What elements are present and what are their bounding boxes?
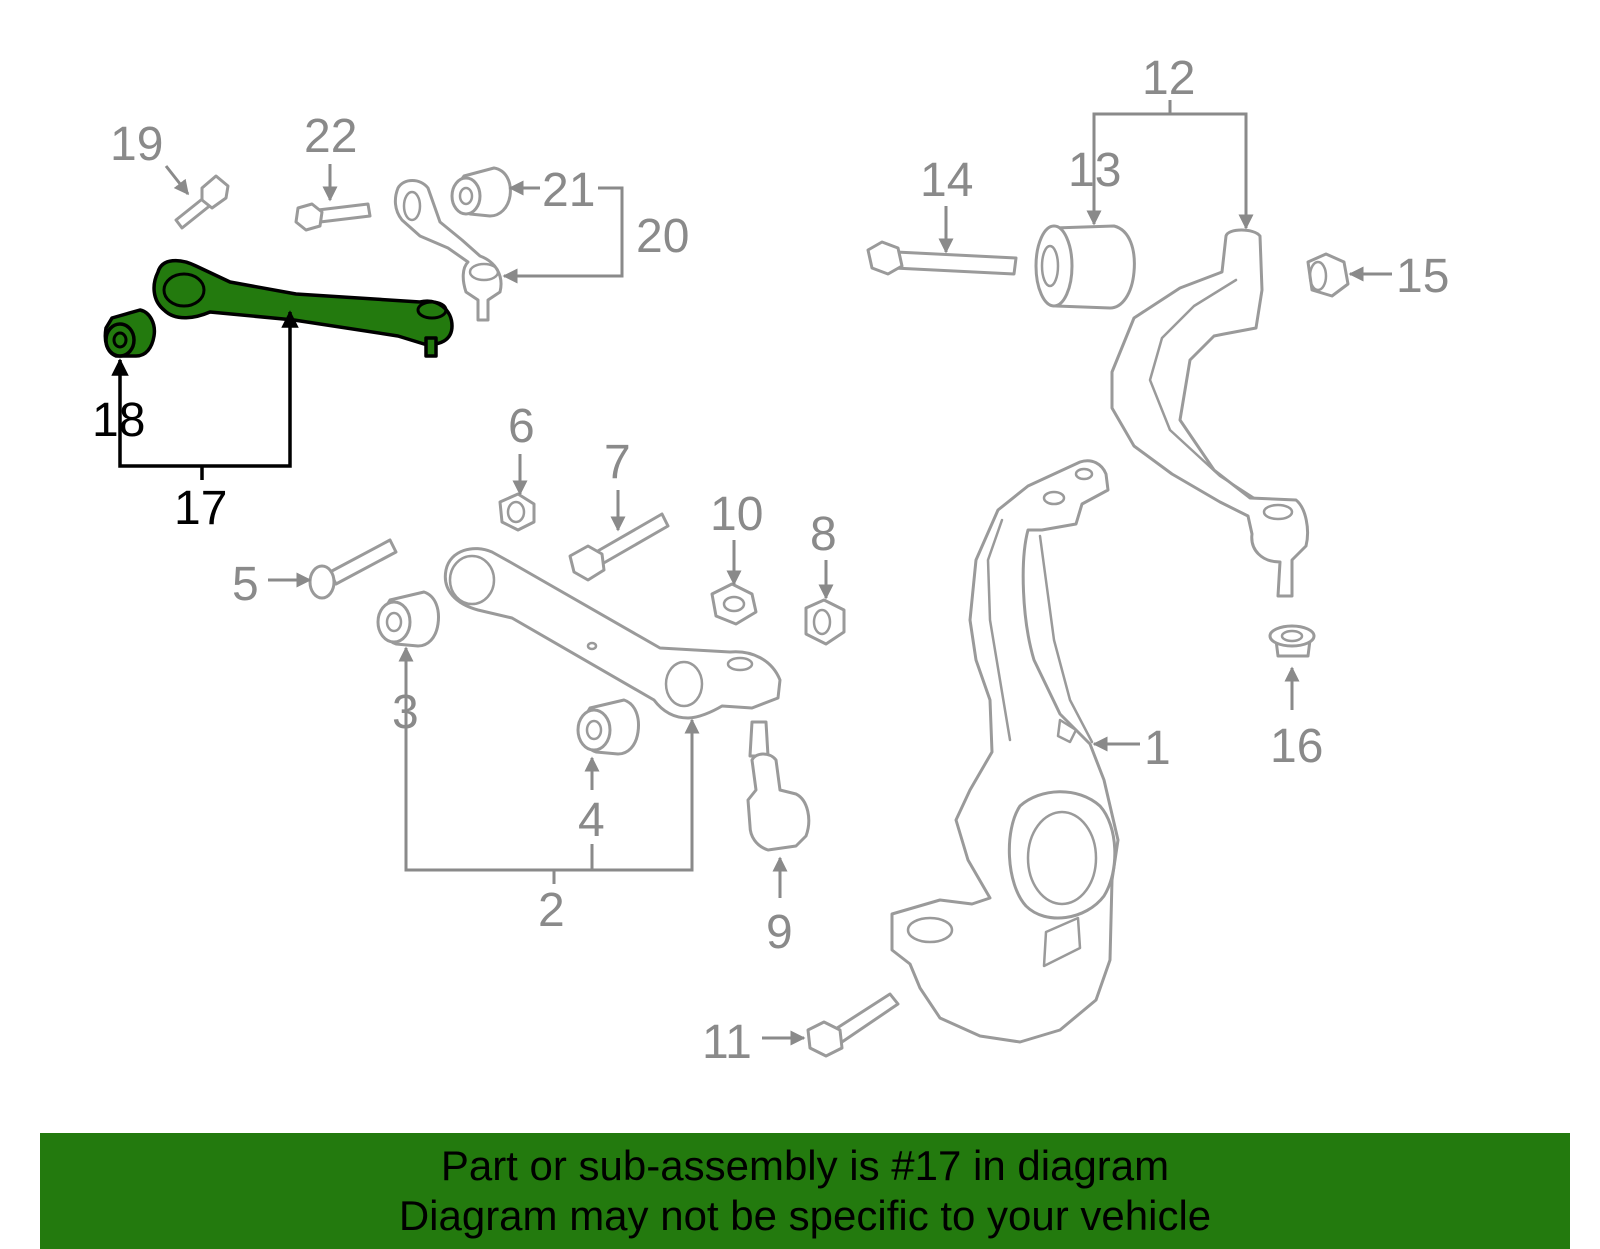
bushing-18-highlighted[interactable] [103, 308, 157, 358]
arm-20[interactable] [393, 179, 503, 322]
nut-6[interactable] [498, 492, 536, 532]
callout-labels: 19 22 21 20 18 17 6 7 10 8 5 3 4 2 9 1 1… [92, 52, 1449, 1069]
bolt-5[interactable] [308, 538, 398, 600]
callout-16: 16 [1270, 720, 1323, 773]
callout-15: 15 [1396, 250, 1449, 303]
callout-2: 2 [538, 884, 565, 937]
bolt-7[interactable] [568, 512, 670, 582]
callout-5: 5 [232, 558, 259, 611]
nut-15[interactable] [1306, 252, 1350, 298]
bushing-3[interactable] [376, 590, 440, 648]
bolt-14[interactable] [866, 240, 1018, 276]
callout-4: 4 [578, 794, 605, 847]
callout-8: 8 [810, 508, 837, 561]
nut-10[interactable] [710, 582, 758, 626]
control-arm-17-highlighted[interactable] [152, 258, 454, 358]
callout-12: 12 [1142, 52, 1195, 105]
callout-14: 14 [920, 154, 973, 207]
bolt-22[interactable] [294, 202, 372, 232]
callout-7: 7 [604, 436, 631, 489]
banner-line-2: Diagram may not be specific to your vehi… [398, 1192, 1212, 1239]
parts-diagram: 19 22 21 20 18 17 6 7 10 8 5 3 4 2 9 1 1… [92, 52, 1449, 1069]
info-banner: Part or sub-assembly is #17 in diagram D… [40, 1133, 1570, 1249]
callout-21: 21 [542, 164, 595, 217]
callout-6: 6 [508, 400, 535, 453]
bolt-11[interactable] [806, 992, 900, 1058]
callout-19: 19 [110, 118, 163, 171]
callout-20: 20 [636, 210, 689, 263]
bushing-4[interactable] [576, 698, 640, 756]
banner-line-1: Part or sub-assembly is #17 in diagram [440, 1142, 1170, 1189]
callout-13: 13 [1068, 144, 1121, 197]
callout-22: 22 [304, 110, 357, 163]
bolt-19[interactable] [174, 174, 230, 230]
bushing-21[interactable] [450, 166, 512, 218]
callout-1: 1 [1144, 722, 1171, 775]
nut-8[interactable] [804, 598, 846, 646]
bushing-13[interactable] [1034, 224, 1136, 310]
ball-joint-9[interactable] [746, 720, 811, 852]
leader-lines [111, 100, 1392, 1046]
callout-17: 17 [174, 482, 227, 535]
callout-3: 3 [392, 686, 419, 739]
callout-9: 9 [766, 906, 793, 959]
callout-10: 10 [710, 488, 763, 541]
control-arm-12[interactable] [1110, 228, 1310, 598]
control-arm-2[interactable] [443, 547, 782, 720]
nut-16[interactable] [1268, 624, 1316, 658]
callout-11: 11 [702, 1016, 752, 1069]
steering-knuckle-1[interactable] [890, 459, 1120, 1044]
callout-18: 18 [92, 394, 145, 447]
